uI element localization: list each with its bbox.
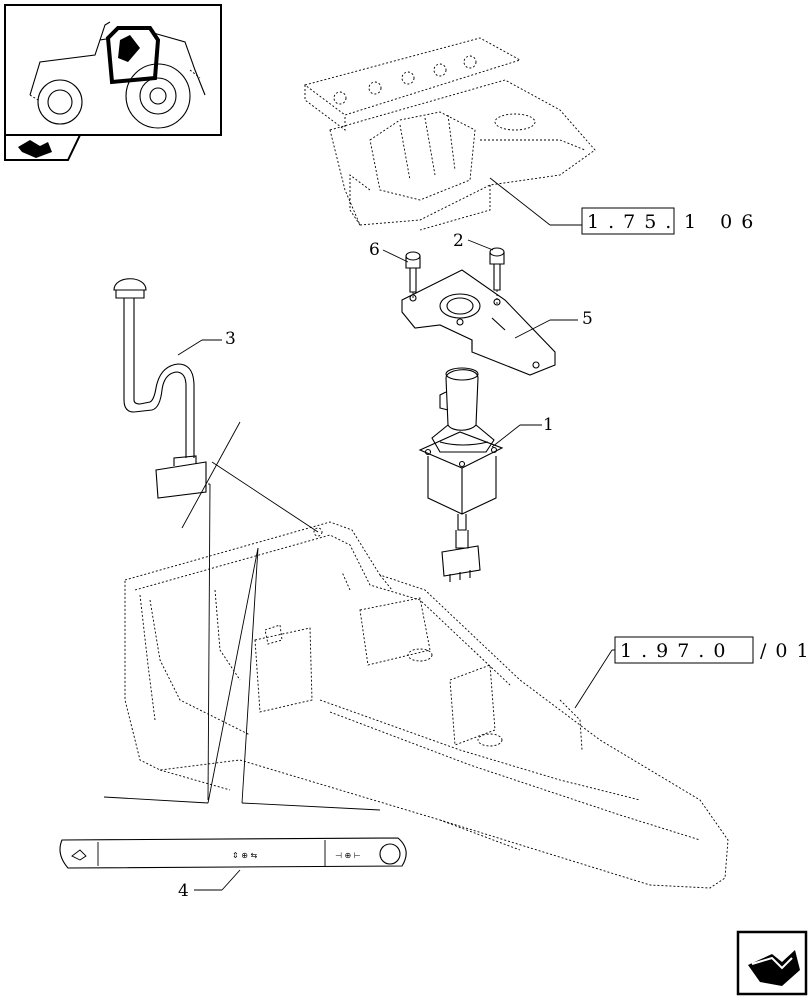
bolt-2 [489,247,505,305]
joystick-1 [418,367,504,582]
reference-1-97[interactable]: 1.97.0 /01 [614,636,812,664]
svg-text:⇕ ⊕ ⇆: ⇕ ⊕ ⇆ [232,851,257,860]
tractor-cab-thumbnail-icon [4,4,222,136]
cable-harness-3 [113,278,207,499]
callout-5: 5 [582,309,593,329]
next-page-arrow-icon[interactable] [736,930,808,996]
arrow-page-icon[interactable] [4,134,82,161]
reference-box-text: 1.97.0 [620,640,734,662]
callout-2: 2 [453,231,464,251]
reference-suffix-text: 1 06 [684,211,762,233]
reference-box-text: 1.75. [587,211,680,233]
reference-1-75[interactable]: 1.75. 1 06 [581,207,762,235]
side-console-housing [124,521,729,889]
dash-panel-assembly [303,37,596,231]
callout-6: 6 [369,240,380,260]
callout-3: 3 [225,329,236,349]
callout-1: 1 [543,415,554,435]
reference-suffix-text: /01 [760,640,812,662]
bracket-5 [401,269,556,376]
decal-4: ⇕ ⊕ ⇆ ⊣ ⊕ ⊢ [59,837,407,869]
svg-text:⊣ ⊕ ⊢: ⊣ ⊕ ⊢ [335,851,361,860]
callout-4: 4 [178,881,189,901]
bolt-6 [405,251,421,300]
